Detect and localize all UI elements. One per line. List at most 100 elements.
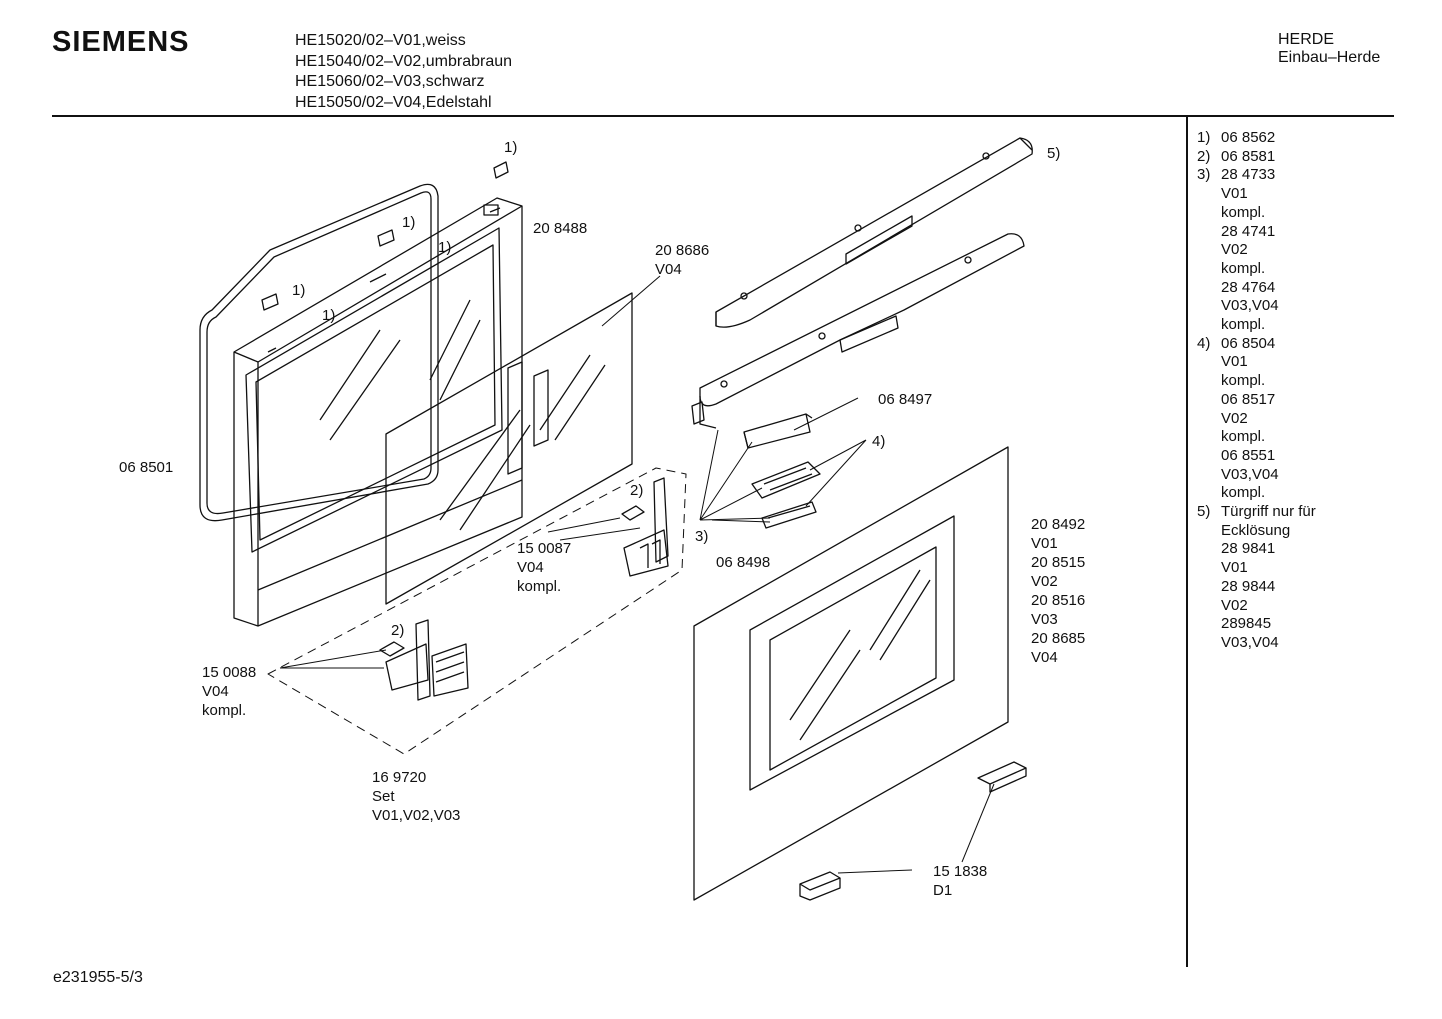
legend-number bbox=[1197, 484, 1221, 503]
legend-row: V02 bbox=[1197, 241, 1316, 260]
part-label-line: 16 9720 bbox=[372, 769, 427, 786]
legend-row: 4) 06 8504 bbox=[1197, 335, 1316, 354]
door-handle bbox=[715, 137, 1033, 328]
inner-door-frame bbox=[233, 197, 523, 627]
part-label-line: V01 bbox=[1031, 535, 1058, 552]
legend-text: V03,V04 bbox=[1221, 633, 1279, 651]
legend-number bbox=[1197, 447, 1221, 466]
door-hook-clips bbox=[261, 161, 509, 311]
legend-number: 4) bbox=[1197, 334, 1211, 352]
callout-5: 5) bbox=[1047, 145, 1061, 162]
part-label-line: V04 bbox=[202, 683, 229, 700]
legend-text: kompl. bbox=[1221, 484, 1266, 502]
legend-text: 06 8504 bbox=[1221, 334, 1276, 352]
part-label-line: V01,V02,V03 bbox=[372, 807, 461, 824]
legend-row: kompl. bbox=[1197, 428, 1316, 447]
legend-number bbox=[1197, 279, 1221, 298]
legend-row: kompl. bbox=[1197, 260, 1316, 279]
legend-row: 06 8517 bbox=[1197, 391, 1316, 410]
part-label-line: kompl. bbox=[202, 702, 247, 719]
legend-number bbox=[1197, 540, 1221, 559]
callout-2: 2) bbox=[391, 622, 405, 639]
legend-row: 5) Türgriff nur für bbox=[1197, 503, 1316, 522]
category-title: HERDE bbox=[1278, 31, 1335, 48]
part-label-068501: 06 8501 bbox=[119, 458, 173, 477]
outer-door-panel bbox=[693, 446, 1009, 901]
legend-row: V03,V04 bbox=[1197, 297, 1316, 316]
legend-text: V02 bbox=[1221, 409, 1248, 427]
legend-number: 5) bbox=[1197, 503, 1211, 521]
hinge-set-outline bbox=[267, 467, 687, 755]
legend-number bbox=[1197, 204, 1221, 223]
legend-text: kompl. bbox=[1221, 316, 1266, 334]
category-subtitle: Einbau–Herde bbox=[1278, 49, 1381, 66]
legend-text: V01 bbox=[1221, 559, 1248, 577]
part-label-line: 06 8498 bbox=[716, 554, 771, 571]
part-label-line: 06 8501 bbox=[119, 459, 174, 476]
legend-text: kompl. bbox=[1221, 372, 1266, 390]
part-label-150087: 15 0087 V04 kompl. bbox=[517, 539, 571, 596]
legend-number bbox=[1197, 260, 1221, 279]
legend-row: 289845 bbox=[1197, 615, 1316, 634]
legend-text: kompl. bbox=[1221, 203, 1266, 221]
part-label-line: 15 1838 bbox=[933, 863, 988, 880]
leader-lines bbox=[279, 275, 995, 874]
legend-number: 2) bbox=[1197, 147, 1211, 165]
legend-number bbox=[1197, 241, 1221, 260]
part-label-line: V02 bbox=[1031, 573, 1058, 590]
glass-holder-clips bbox=[799, 761, 1027, 901]
part-label-151838: 15 1838 D1 bbox=[933, 862, 987, 900]
legend-text: Ecklösung bbox=[1221, 521, 1291, 539]
callout-1: 1) bbox=[292, 282, 306, 299]
legend-text: V02 bbox=[1221, 241, 1248, 259]
legend-divider bbox=[1186, 117, 1188, 967]
part-label-line: 15 0088 bbox=[202, 664, 257, 681]
legend-number bbox=[1197, 466, 1221, 485]
part-label-line: 20 8515 bbox=[1031, 554, 1086, 571]
legend-number bbox=[1197, 634, 1221, 653]
legend-text: 06 8517 bbox=[1221, 390, 1276, 408]
legend-number bbox=[1197, 297, 1221, 316]
model-line: HE15040/02–V02,umbrabraun bbox=[295, 52, 513, 70]
legend-text: 28 4733 bbox=[1221, 166, 1276, 184]
legend-number: 1) bbox=[1197, 129, 1211, 146]
legend-text: 289845 bbox=[1221, 615, 1272, 633]
callout-1: 1) bbox=[438, 239, 452, 256]
legend-row: 06 8551 bbox=[1197, 447, 1316, 466]
legend-number bbox=[1197, 223, 1221, 242]
legend-row: Ecklösung bbox=[1197, 522, 1316, 541]
legend-text: V02 bbox=[1221, 596, 1248, 614]
legend-row: 28 9841 bbox=[1197, 540, 1316, 559]
legend-text: kompl. bbox=[1221, 259, 1266, 277]
legend-row: kompl. bbox=[1197, 316, 1316, 335]
header-divider bbox=[52, 115, 1394, 117]
legend-number bbox=[1197, 522, 1221, 541]
legend-row: V03,V04 bbox=[1197, 466, 1316, 485]
document-id: e231955-5/3 bbox=[53, 969, 143, 986]
legend-row: V01 bbox=[1197, 559, 1316, 578]
legend-row: 1)06 8562 bbox=[1197, 129, 1316, 148]
callout-1: 1) bbox=[402, 214, 416, 231]
legend-number bbox=[1197, 372, 1221, 391]
legend-text: 28 4764 bbox=[1221, 278, 1276, 296]
part-label-line: kompl. bbox=[517, 578, 562, 595]
model-list: HE15020/02–V01,weiss HE15040/02–V02,umbr… bbox=[295, 31, 512, 113]
legend-text: 28 9844 bbox=[1221, 577, 1276, 595]
legend-text: 06 8581 bbox=[1221, 147, 1276, 165]
part-label-line: 20 8516 bbox=[1031, 592, 1086, 609]
legend-text: V01 bbox=[1221, 185, 1248, 203]
legend-text: kompl. bbox=[1221, 428, 1266, 446]
model-line: HE15060/02–V03,schwarz bbox=[295, 73, 485, 90]
legend-text: 06 8551 bbox=[1221, 446, 1276, 464]
legend-row: V02 bbox=[1197, 410, 1316, 429]
legend-number bbox=[1197, 615, 1221, 634]
part-label-line: V04 bbox=[517, 559, 544, 576]
part-label-line: V03 bbox=[1031, 611, 1058, 628]
legend-number bbox=[1197, 428, 1221, 447]
legend-number bbox=[1197, 391, 1221, 410]
part-label-line: 20 8685 bbox=[1031, 630, 1086, 647]
part-label-068497: 06 8497 bbox=[878, 390, 932, 409]
legend-text: Türgriff nur für bbox=[1221, 503, 1316, 521]
exploded-door-drawing bbox=[199, 137, 1033, 901]
handle-profile-bar bbox=[691, 233, 1025, 429]
